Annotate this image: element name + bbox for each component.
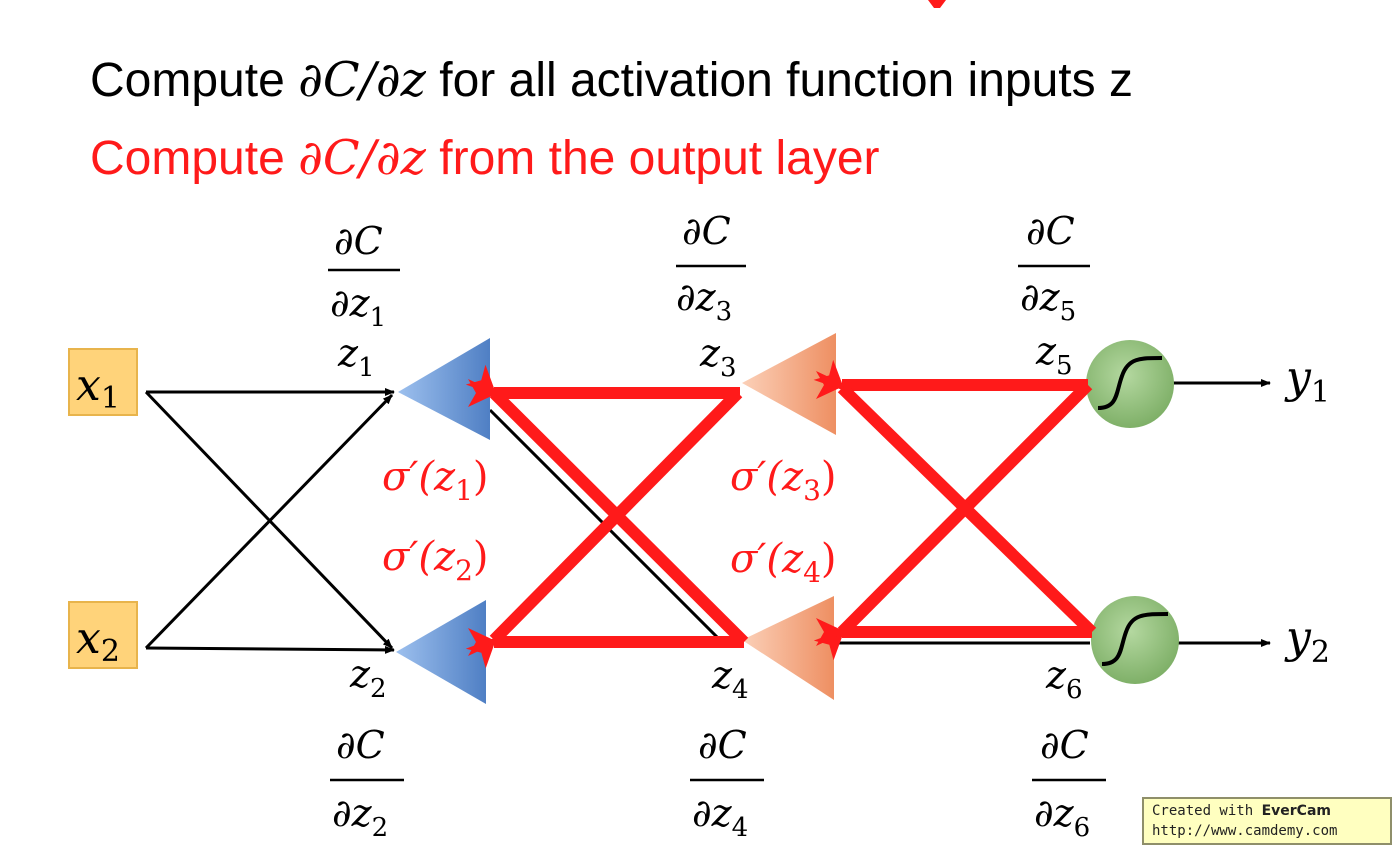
sigmoid-curve-2-icon <box>1101 612 1169 666</box>
title-line-2: Compute ∂C/∂z from the output layer <box>90 130 880 186</box>
z3-label: z3 <box>699 331 737 383</box>
output-y1-label: y1 <box>1284 352 1330 410</box>
grad-z6-denominator: ∂z6 <box>1034 791 1090 843</box>
watermark-brand: EverCam <box>1261 803 1331 819</box>
neuron-z1-triangle <box>398 338 490 440</box>
grad-z4-numerator: ∂C <box>698 723 747 767</box>
z5-label: z5 <box>1035 329 1073 381</box>
grad-z5-numerator: ∂C <box>1026 209 1075 253</box>
z1-label: z1 <box>337 331 375 383</box>
title-line-2-pre: Compute <box>90 132 299 185</box>
title-line-1-math: ∂C/∂z <box>298 52 426 108</box>
watermark-line-2: http://www.camdemy.com <box>1152 823 1338 839</box>
sigma-prime-z3: σ′(z3) <box>730 454 837 507</box>
grad-z4-denominator: ∂z4 <box>692 791 748 843</box>
pointer-mark <box>928 0 946 8</box>
title-line-1-pre: Compute <box>90 54 299 107</box>
input-x2-label: x2 <box>76 613 120 669</box>
output-y2-label: y2 <box>1284 612 1330 670</box>
title-line-1-post: for all activation function inputs z <box>425 54 1133 107</box>
neuron-z3-triangle <box>742 333 836 435</box>
watermark: Created with EverCam http://www.camdemy.… <box>1142 797 1392 845</box>
title-line-2-math: ∂C/∂z <box>298 130 426 186</box>
neuron-z4-triangle <box>742 596 834 700</box>
sigmoid-curve-1-icon <box>1097 356 1163 410</box>
z4-label: z4 <box>711 653 749 705</box>
edge-x2-z2 <box>145 645 395 654</box>
input-box-x2 <box>68 601 138 669</box>
grad-z3-denominator: ∂z3 <box>676 275 732 327</box>
grad-z2-denominator: ∂z2 <box>332 791 388 843</box>
grad-z1-numerator: ∂C <box>334 219 383 263</box>
watermark-line-1: Created with EverCam <box>1152 803 1331 819</box>
grad-z6-numerator: ∂C <box>1040 723 1089 767</box>
neuron-z6-sigmoid <box>1091 596 1179 684</box>
grad-z5-denominator: ∂z5 <box>1020 275 1076 327</box>
title-line-1: Compute ∂C/∂z for all activation functio… <box>90 52 1133 108</box>
neuron-z5-sigmoid <box>1086 340 1174 428</box>
grad-z3-numerator: ∂C <box>682 209 731 253</box>
sigma-prime-z4: σ′(z4) <box>730 536 837 589</box>
sigma-prime-z2: σ′(z2) <box>382 534 489 587</box>
grad-z2-numerator: ∂C <box>336 723 385 767</box>
edge-x2-z1 <box>144 393 394 650</box>
input-box-x1 <box>68 348 138 416</box>
grad-z1-denominator: ∂z1 <box>330 281 386 333</box>
sigma-prime-z1: σ′(z1) <box>382 454 489 507</box>
z6-label: z6 <box>1045 653 1083 705</box>
title-line-2-post: from the output layer <box>425 132 880 185</box>
neuron-z2-triangle <box>396 600 486 704</box>
input-x1-label: x1 <box>76 360 120 416</box>
back-edge-z4-z1 <box>465 364 749 647</box>
z2-label: z2 <box>349 652 387 704</box>
back-edge-z6-z3 <box>813 359 1097 637</box>
